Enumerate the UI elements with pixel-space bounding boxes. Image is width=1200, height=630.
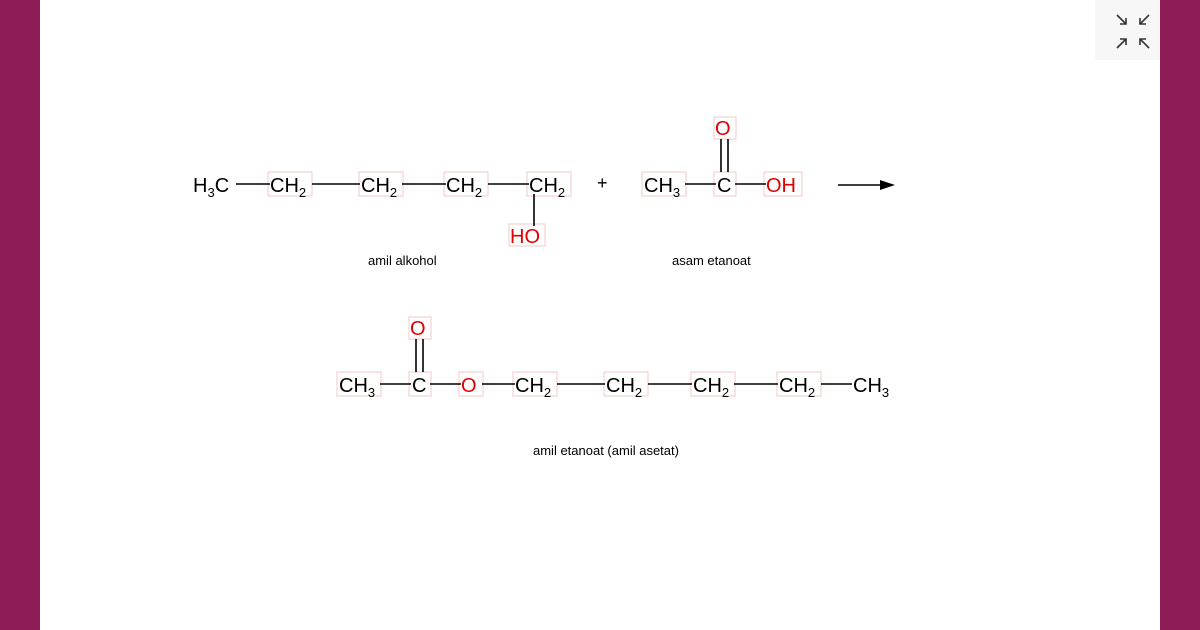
acetic-acid-structure: CH3 C O OH asam etanoat [641,116,803,268]
reactant1-caption: amil alkohol [368,253,437,268]
product-caption: amil etanoat (amil asetat) [533,443,679,458]
ch2-group: CH2 [446,175,482,200]
plus-sign: + [597,173,608,193]
ch3-group: CH3 [853,375,889,400]
hydroxyl-group: OH [766,175,796,197]
ch2-group: CH2 [361,175,397,200]
carbonyl-oxygen: O [410,318,426,340]
ch3-group: CH3 [339,375,375,400]
carbonyl-oxygen: O [715,118,731,140]
hydroxyl-group: HO [510,226,540,248]
ch2-group: CH2 [270,175,306,200]
carbonyl-carbon: C [412,375,426,397]
ch2-group: CH2 [606,375,642,400]
ch2-group: CH2 [693,375,729,400]
ch3-group: CH3 [644,175,680,200]
reaction-arrow [838,180,895,190]
carbonyl-carbon: C [717,175,731,197]
collapse-down-left-icon[interactable] [1134,10,1154,30]
h3c-group: H3C [193,175,229,200]
collapse-down-right-icon[interactable] [1112,10,1132,30]
ch2-group: CH2 [779,375,815,400]
ch2-group: CH2 [529,175,565,200]
expand-up-left-icon[interactable] [1134,33,1154,53]
expand-up-right-icon[interactable] [1112,33,1132,53]
reactant2-caption: asam etanoat [672,253,751,268]
ester-oxygen: O [461,375,477,397]
drawing-canvas [40,0,1160,630]
amyl-alcohol-structure: H3C CH2 CH2 CH2 CH2 HO amil alkohol [193,171,572,268]
amyl-acetate-structure: CH3 C O O CH2 CH2 CH2 CH2 CH3 amil etano… [336,316,889,458]
ch2-group: CH2 [515,375,551,400]
view-toolbar [1095,0,1160,60]
